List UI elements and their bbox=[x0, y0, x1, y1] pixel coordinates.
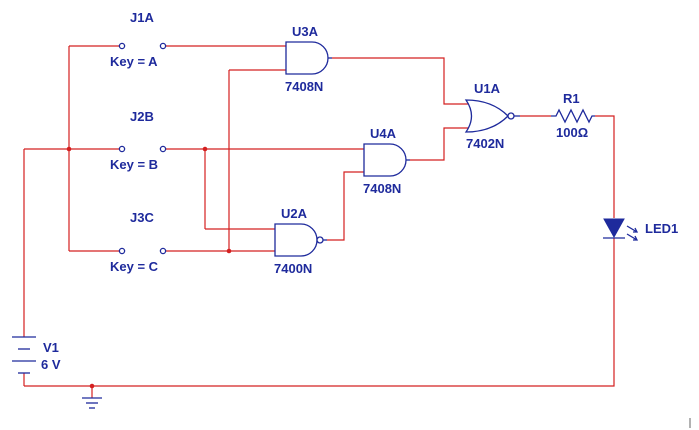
junction-j2b-tap bbox=[202, 146, 208, 152]
gate-u2a-name: U2A bbox=[281, 206, 308, 221]
switch-j3c-contact-left bbox=[118, 247, 126, 255]
switch-j2b-name: J2B bbox=[130, 109, 154, 124]
gate-u2a-part: 7400N bbox=[274, 261, 312, 276]
switch-j3c[interactable]: J3C Key = C bbox=[110, 210, 167, 274]
gate-u1a[interactable]: U1A 7402N bbox=[464, 81, 520, 151]
nand-bubble bbox=[316, 236, 324, 244]
switch-j1a-name: J1A bbox=[130, 10, 154, 25]
ground-icon bbox=[82, 397, 102, 409]
gate-u3a-part: 7408N bbox=[285, 79, 323, 94]
switch-j1a-contact-right bbox=[159, 42, 167, 50]
resistor-r1[interactable]: R1 100Ω bbox=[551, 91, 595, 140]
gate-u4a-part: 7408N bbox=[363, 181, 401, 196]
led-diode-triangle bbox=[603, 218, 625, 239]
wire-u4a-to-u1a bbox=[410, 127, 470, 161]
nor-bubble bbox=[507, 112, 515, 120]
junction-j3c-tap bbox=[226, 248, 232, 254]
switch-j3c-contact-right bbox=[159, 247, 167, 255]
and-gate-symbol bbox=[363, 143, 407, 177]
junctions bbox=[66, 146, 232, 389]
battery-v1-name: V1 bbox=[43, 340, 59, 355]
switch-j1a-key: Key = A bbox=[110, 54, 158, 69]
led-led1-name: LED1 bbox=[645, 221, 678, 236]
switch-j2b-contact-right bbox=[159, 145, 167, 153]
gate-u2a[interactable]: U2A 7400N bbox=[274, 206, 327, 276]
junction-left-bus bbox=[66, 146, 72, 152]
and-gate-symbol bbox=[285, 41, 329, 75]
led-emission-arrows-icon bbox=[626, 225, 639, 241]
switch-j1a[interactable]: J1A Key = A bbox=[110, 10, 167, 69]
wires bbox=[23, 45, 615, 398]
battery-v1-voltage: 6 V bbox=[41, 357, 61, 372]
gate-u4a-name: U4A bbox=[370, 126, 397, 141]
gate-u1a-part: 7402N bbox=[466, 136, 504, 151]
gate-u3a[interactable]: U3A 7408N bbox=[285, 24, 332, 94]
resistor-r1-name: R1 bbox=[563, 91, 580, 106]
wire-led-to-bottom bbox=[24, 238, 615, 387]
switch-j3c-name: J3C bbox=[130, 210, 154, 225]
gate-u4a[interactable]: U4A 7408N bbox=[363, 126, 410, 196]
wire-r1-to-led bbox=[595, 115, 615, 218]
switch-j2b-contact-left bbox=[118, 145, 126, 153]
resistor-zigzag bbox=[551, 108, 595, 124]
gate-u1a-name: U1A bbox=[474, 81, 501, 96]
switch-j2b[interactable]: J2B Key = B bbox=[110, 109, 167, 172]
resistor-r1-value: 100Ω bbox=[556, 125, 588, 140]
nand-gate-symbol bbox=[274, 223, 318, 257]
junction-ground bbox=[89, 383, 95, 389]
nor-gate-symbol bbox=[464, 99, 509, 133]
switch-j3c-key: Key = C bbox=[110, 259, 159, 274]
led-led1[interactable]: LED1 bbox=[603, 218, 678, 241]
wire-u2a-to-u4a bbox=[327, 171, 364, 241]
battery-v1[interactable]: V1 6 V bbox=[12, 336, 61, 374]
switch-j2b-key: Key = B bbox=[110, 157, 158, 172]
switch-j1a-contact-left bbox=[118, 42, 126, 50]
gate-u3a-name: U3A bbox=[292, 24, 319, 39]
wire-u3a-to-u1a bbox=[332, 57, 470, 105]
